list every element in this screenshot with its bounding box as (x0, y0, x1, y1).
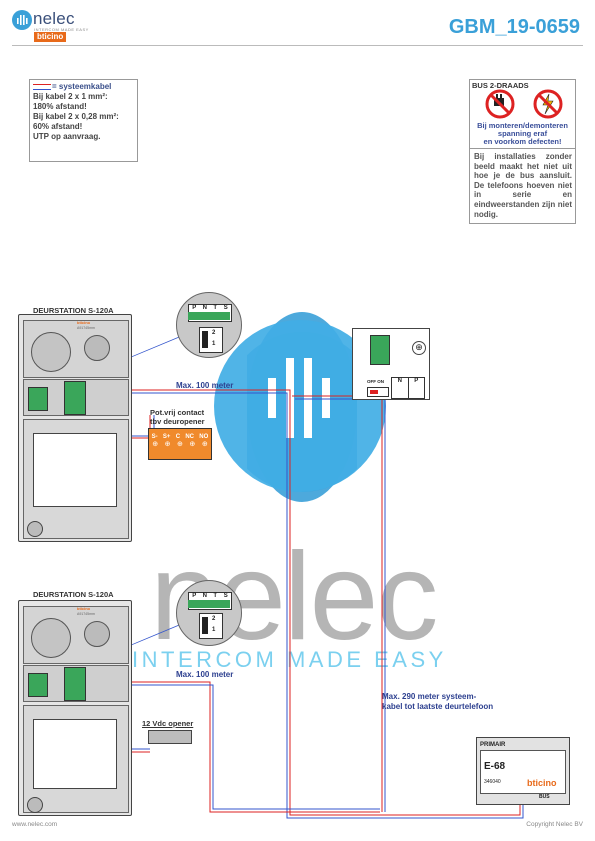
dip-switch-slider (202, 617, 208, 634)
cable-note-line: 180% afstand! (33, 102, 87, 111)
watermark-tagline: INTERCOM MADE EASY (132, 647, 447, 672)
door-opener (148, 730, 192, 744)
terminal-strip (64, 667, 86, 701)
handset-switch-label: OFF ON (367, 379, 384, 384)
cable-note: = systeemkabel Bij kabel 2 x 1 mm²: 180%… (29, 79, 138, 162)
terminal-green (188, 312, 230, 320)
ps-brand: bticino (527, 778, 557, 788)
brand-logo-icon (12, 10, 32, 30)
footer-website[interactable]: www.nelec.com (12, 821, 58, 828)
door-station-label: DEURSTATION S-120A (33, 306, 114, 315)
name-card (33, 433, 117, 507)
ps-bus-label: BUS (539, 794, 550, 800)
dip-switch: 2 1 (199, 327, 223, 353)
brand-tagline: INTERCOM MADE EASY (34, 27, 89, 32)
handset-screw-icon: ⊕ (412, 341, 426, 355)
relay-title: tbv deuropener (150, 417, 205, 426)
green-connector (28, 673, 48, 697)
system-cable-note: kabel tot laatste deurtelefoon (382, 702, 494, 711)
no-plug-icon (485, 89, 515, 119)
cable-note-line: UTP op aanvraag. (33, 132, 101, 141)
no-voltage-icon (533, 89, 563, 119)
cable-note-line: 60% afstand! (33, 122, 83, 131)
sub-brand-logo: bticino (34, 32, 67, 42)
terminal-green (188, 600, 230, 608)
bus-info-box (469, 79, 576, 224)
system-cable-note: Max. 290 meter systeem- (382, 692, 477, 701)
door-station-panel: bticino A91745mm (18, 314, 132, 542)
camera-lens-icon (31, 618, 71, 658)
door-station-label: DEURSTATION S-120A (33, 590, 114, 599)
bus-text: Bij installaties zonder beeld maakt het … (474, 152, 572, 219)
speaker-icon (84, 335, 110, 361)
station-brand: bticino (77, 320, 91, 325)
handset-terminal (370, 335, 390, 365)
no-power-icons (485, 89, 563, 119)
relay-screws-icon: ⊕⊕⊕⊕⊕ (152, 441, 208, 448)
cable-note-line: Bij kabel 2 x 1 mm²: (33, 92, 108, 101)
terminal-strip (64, 381, 86, 415)
handset-switch (367, 387, 389, 397)
screw-icon (27, 521, 43, 537)
cable-note-line: Bij kabel 2 x 0,28 mm²: (33, 112, 119, 121)
header-divider (12, 45, 583, 46)
dip-switch: 2 1 (199, 613, 223, 639)
power-supply: PRIMAIR E-68 346040 bticino BUS (476, 737, 570, 805)
handset-switch-slider (370, 390, 378, 394)
ps-face: E-68 346040 bticino (480, 750, 566, 794)
ps-model: E-68 (484, 761, 506, 772)
footer-copyright: Copyright Nelec BV (526, 821, 583, 828)
bus-title: BUS 2-DRAADS (472, 81, 529, 90)
camera-lens-icon (31, 332, 71, 372)
relay-title: Pot.vrij contact (150, 408, 205, 417)
green-connector (28, 387, 48, 411)
dip-switch-slider (202, 331, 208, 348)
name-card (33, 719, 117, 789)
screw-icon (27, 797, 43, 813)
speaker-icon (84, 621, 110, 647)
document-id: GBM_19-0659 (448, 16, 580, 38)
station-model: A91745mm (77, 612, 95, 616)
door-station-panel: bticino A91745mm (18, 600, 132, 816)
bus-box-divider (469, 148, 576, 149)
station-model: A91745mm (77, 326, 95, 330)
distance-label: Max. 100 meter (176, 670, 234, 679)
cable-legend: = systeemkabel (33, 82, 134, 92)
brand-name: nelec (33, 9, 75, 28)
ps-label-top: PRIMAIR (480, 742, 506, 748)
distance-label: Max. 100 meter (176, 381, 234, 390)
ps-code: 346040 (484, 779, 501, 785)
opener-label: 12 Vdc opener (142, 719, 194, 728)
station-brand: bticino (77, 606, 91, 611)
